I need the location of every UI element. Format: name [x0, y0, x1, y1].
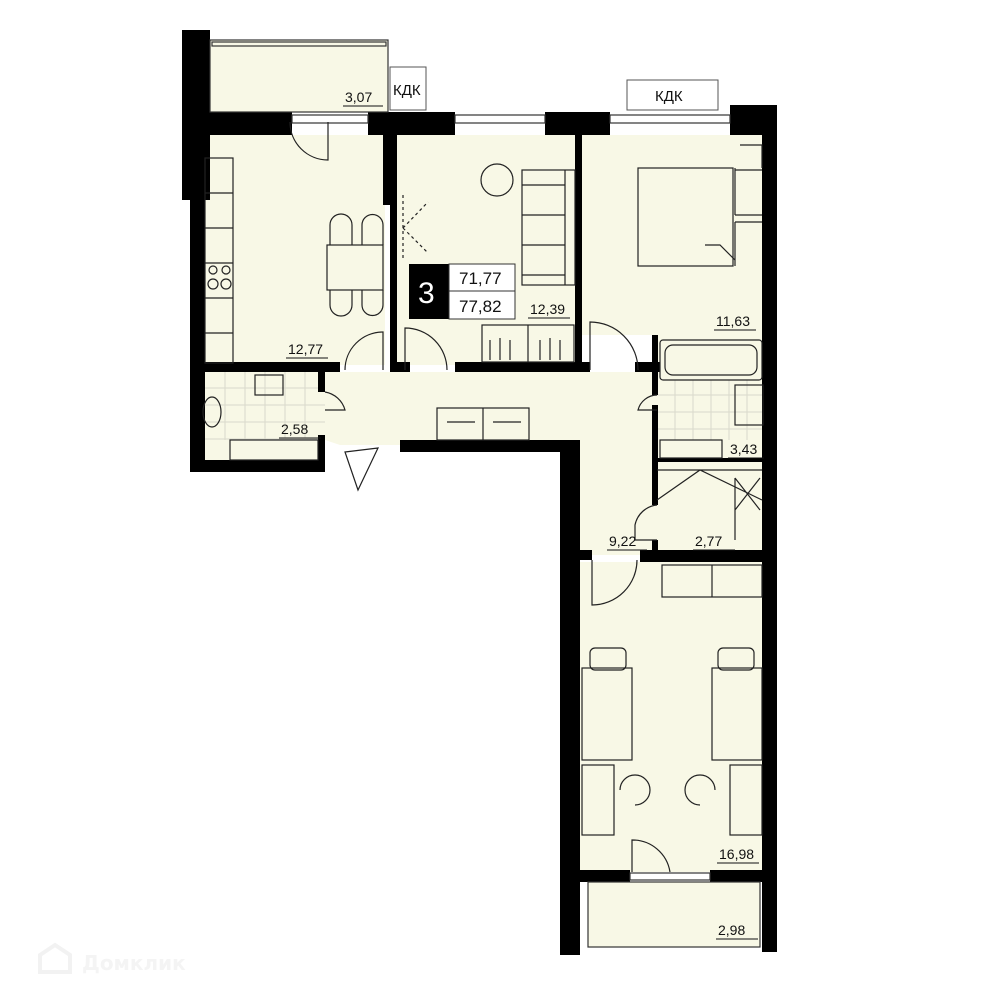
windows	[209, 39, 761, 948]
ac-unit-box-1	[389, 66, 427, 111]
living-room-floor	[397, 135, 577, 365]
ac-unit-box-2	[626, 79, 719, 111]
watermark: Домклик	[38, 942, 186, 975]
bedroom-floor	[582, 135, 764, 335]
bathtub	[659, 339, 763, 381]
room-area-toilet: 2,58	[281, 421, 308, 437]
room-area-balcony-bottom: 2,98	[718, 922, 745, 938]
room-labels: 3,07 12,77 12,39 11,63 2,58 3,43 9,22 2,…	[279, 89, 764, 940]
room-area-wardrobe: 2,77	[695, 533, 722, 549]
double-bed	[637, 167, 734, 267]
kids-room-floor	[580, 562, 764, 872]
svg-text:Домклик: Домклик	[82, 951, 186, 975]
balcony-bottom-floor	[588, 882, 760, 947]
rooms-count: 3	[418, 277, 435, 310]
ac-unit-label-1: КДК	[393, 82, 421, 99]
floor-areas	[205, 40, 764, 947]
toilet-bowl	[202, 396, 222, 428]
doors	[289, 121, 671, 873]
walls	[182, 30, 777, 955]
total-area: 77,82	[459, 297, 502, 316]
room-area-living-room: 12,39	[530, 301, 565, 317]
room-area-bathroom: 3,43	[730, 441, 757, 457]
room-area-kitchen: 12,77	[288, 341, 323, 357]
room-area-bedroom: 11,63	[716, 313, 750, 329]
domclick-logo-icon	[38, 942, 72, 974]
desk-right	[729, 764, 763, 836]
single-bed-left	[581, 667, 633, 761]
balcony-top-floor	[210, 40, 388, 112]
apartment-summary: 3 71,77 77,82	[409, 263, 516, 320]
wardrobe-floor	[657, 462, 764, 552]
room-area-kids-room: 16,98	[719, 846, 754, 862]
room-area-balcony-top: 3,07	[345, 89, 372, 105]
room-area-hallway: 9,22	[609, 533, 636, 549]
tile-grid	[205, 372, 764, 440]
hallway-floor	[325, 372, 657, 555]
kitchen-floor	[205, 135, 385, 365]
ac-unit-label-2: КДК	[655, 88, 683, 105]
living-area: 71,77	[459, 269, 502, 288]
sofa	[521, 169, 576, 286]
kitchen-counter	[204, 157, 234, 364]
furniture	[202, 144, 764, 836]
desk-left	[581, 764, 615, 836]
single-bed-right	[711, 667, 763, 761]
round-table	[480, 163, 514, 197]
